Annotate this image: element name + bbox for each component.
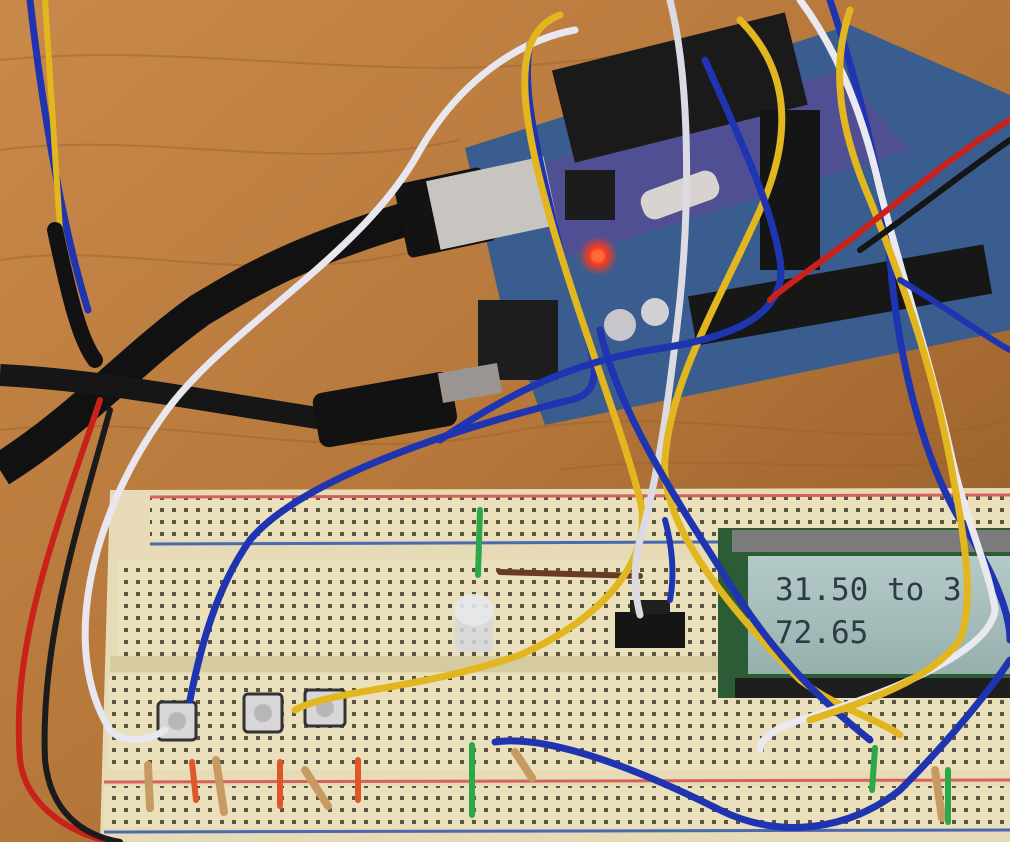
header-top — [551, 12, 808, 163]
capacitor-2 — [641, 298, 669, 326]
wire-blue-bottom — [491, 656, 1010, 831]
wire-white-left — [81, 26, 579, 743]
left-wires — [15, 0, 123, 842]
usb-cable — [0, 156, 558, 485]
wire-yellow-far-right — [806, 6, 971, 724]
power-rail-bottom — [104, 786, 1010, 828]
power-plug — [312, 371, 458, 448]
wire-blue-short — [662, 517, 676, 603]
resistors — [144, 748, 946, 822]
wire-blue-right — [596, 0, 1010, 744]
wire-yellow-center — [291, 11, 646, 714]
wire-red-right — [767, 117, 1010, 303]
header-bottom — [687, 244, 993, 346]
wire-white-center — [631, 0, 691, 619]
jumper-wires — [81, 0, 1010, 831]
jumper-stubs — [189, 507, 951, 825]
wire-blue-left — [186, 41, 598, 704]
temperature-sensor — [615, 600, 685, 648]
crystal — [640, 170, 720, 220]
microcontroller-board — [465, 12, 1010, 425]
wire-black-right — [857, 137, 1010, 253]
lcd-line-1: 31.50 to 3 — [775, 572, 962, 608]
capacitor-1 — [604, 309, 636, 341]
chip — [565, 170, 615, 220]
wire-blue-far-right — [897, 277, 1010, 353]
lcd-line-2: 72.65 — [775, 615, 868, 651]
usb-connector — [426, 156, 558, 250]
power-cable — [0, 363, 503, 448]
wire-blue-center — [436, 56, 785, 444]
clear-led — [454, 594, 494, 652]
